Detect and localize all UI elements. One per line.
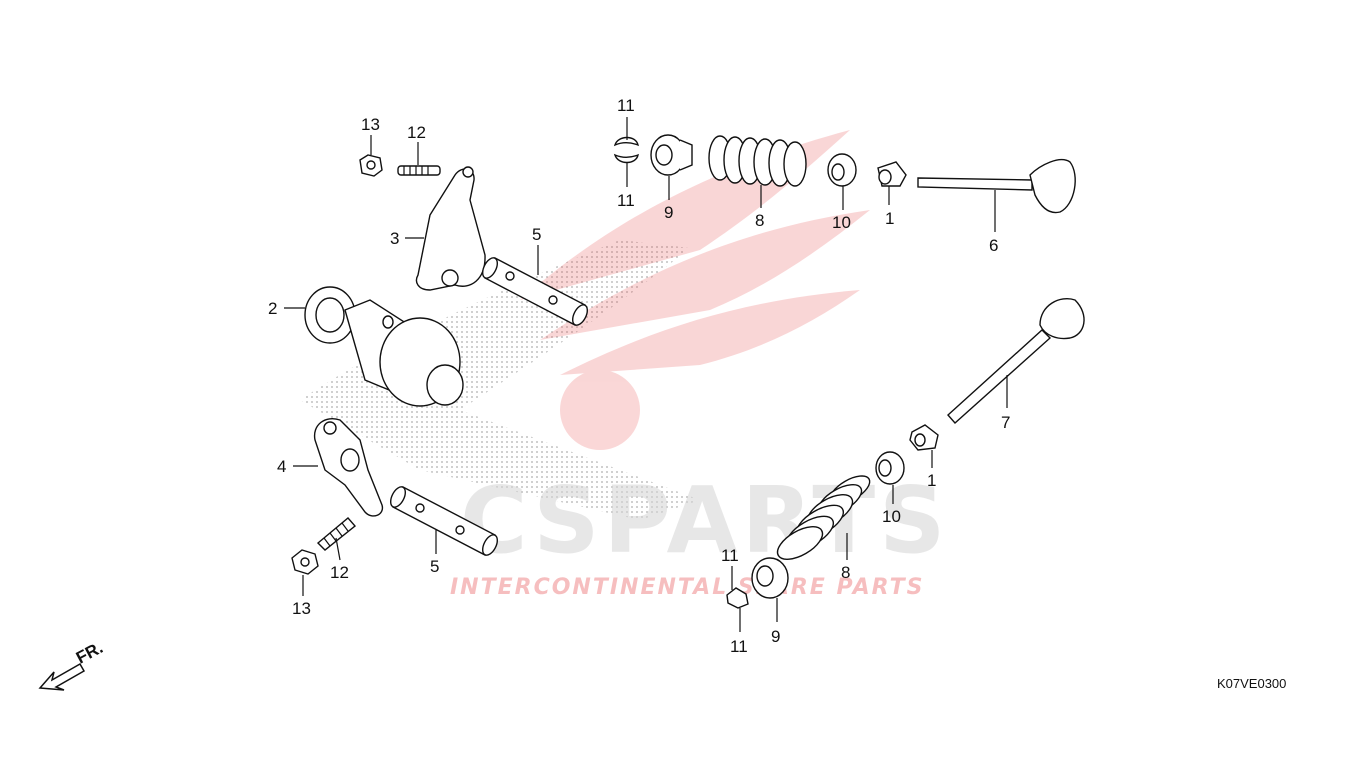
callout-6: 6 bbox=[989, 236, 998, 255]
callout-8-upper: 8 bbox=[755, 211, 764, 230]
part-nut-13-upper bbox=[359, 154, 383, 177]
watermark-brand: CSPARTS bbox=[460, 467, 949, 574]
part-stud-12-lower bbox=[316, 517, 357, 551]
watermark-wing-icon bbox=[520, 130, 870, 450]
callout-3: 3 bbox=[390, 229, 399, 248]
callout-10-lower: 10 bbox=[882, 507, 901, 526]
part-rocker-arm-4 bbox=[313, 418, 384, 517]
part-cotter-11-lower bbox=[726, 587, 749, 609]
callout-8-lower: 8 bbox=[841, 563, 850, 582]
callout-5-upper: 5 bbox=[532, 225, 541, 244]
watermark-subtitle: INTERCONTINENTAL SPARE PARTS bbox=[450, 575, 924, 600]
callout-5-lower: 5 bbox=[430, 557, 439, 576]
direction-label: FR. bbox=[73, 638, 106, 668]
part-rocker-arm-3 bbox=[415, 166, 486, 291]
leader-lines bbox=[284, 117, 1008, 632]
part-spring-8-lower bbox=[776, 475, 871, 560]
part-stud-12-upper bbox=[397, 165, 441, 176]
callout-7: 7 bbox=[1001, 413, 1010, 432]
callout-9-lower: 9 bbox=[771, 627, 780, 646]
part-retainer-9-lower bbox=[751, 557, 789, 599]
callout-1-lower: 1 bbox=[927, 471, 936, 490]
callout-4: 4 bbox=[277, 457, 286, 476]
part-shaft-5-lower bbox=[389, 486, 499, 556]
part-nut-13-lower bbox=[291, 549, 319, 575]
callout-labels: 13 12 3 2 5 4 12 13 5 11 11 9 8 10 1 6 7… bbox=[268, 96, 1010, 656]
callout-13-upper: 13 bbox=[361, 115, 380, 134]
callout-10-upper: 10 bbox=[832, 213, 851, 232]
part-valve-7 bbox=[947, 298, 1085, 424]
part-seal-1-upper bbox=[877, 161, 907, 187]
watermark-wing-dots bbox=[300, 240, 700, 520]
part-retainer-9-upper bbox=[650, 134, 693, 176]
callout-11-top: 11 bbox=[617, 96, 635, 115]
arrow-icon bbox=[38, 662, 86, 691]
callout-11-lower-top: 11 bbox=[721, 546, 739, 565]
part-seal-1-lower bbox=[909, 424, 939, 451]
watermark: CSPARTS INTERCONTINENTAL SPARE PARTS bbox=[300, 130, 949, 600]
part-valve-6 bbox=[917, 158, 1076, 214]
callout-12-upper: 12 bbox=[407, 123, 426, 142]
part-spring-8-upper bbox=[708, 135, 807, 187]
diagram-code: K07VE0300 bbox=[1217, 676, 1286, 691]
part-cotter-11-upper bbox=[613, 136, 639, 164]
part-seat-10-lower bbox=[875, 451, 905, 485]
part-camshaft-2 bbox=[304, 286, 464, 407]
part-shaft-5-upper bbox=[481, 257, 589, 326]
callout-1-upper: 1 bbox=[885, 209, 894, 228]
callout-2: 2 bbox=[268, 299, 277, 318]
part-seat-10-upper bbox=[827, 153, 857, 187]
callout-12-lower: 12 bbox=[330, 563, 349, 582]
callout-13-lower: 13 bbox=[292, 599, 311, 618]
callout-9-upper: 9 bbox=[664, 203, 673, 222]
front-direction-arrow: FR. bbox=[38, 638, 106, 691]
callout-11-lower-bottom: 11 bbox=[730, 637, 748, 656]
callout-11-upper-bottom: 11 bbox=[617, 191, 635, 210]
